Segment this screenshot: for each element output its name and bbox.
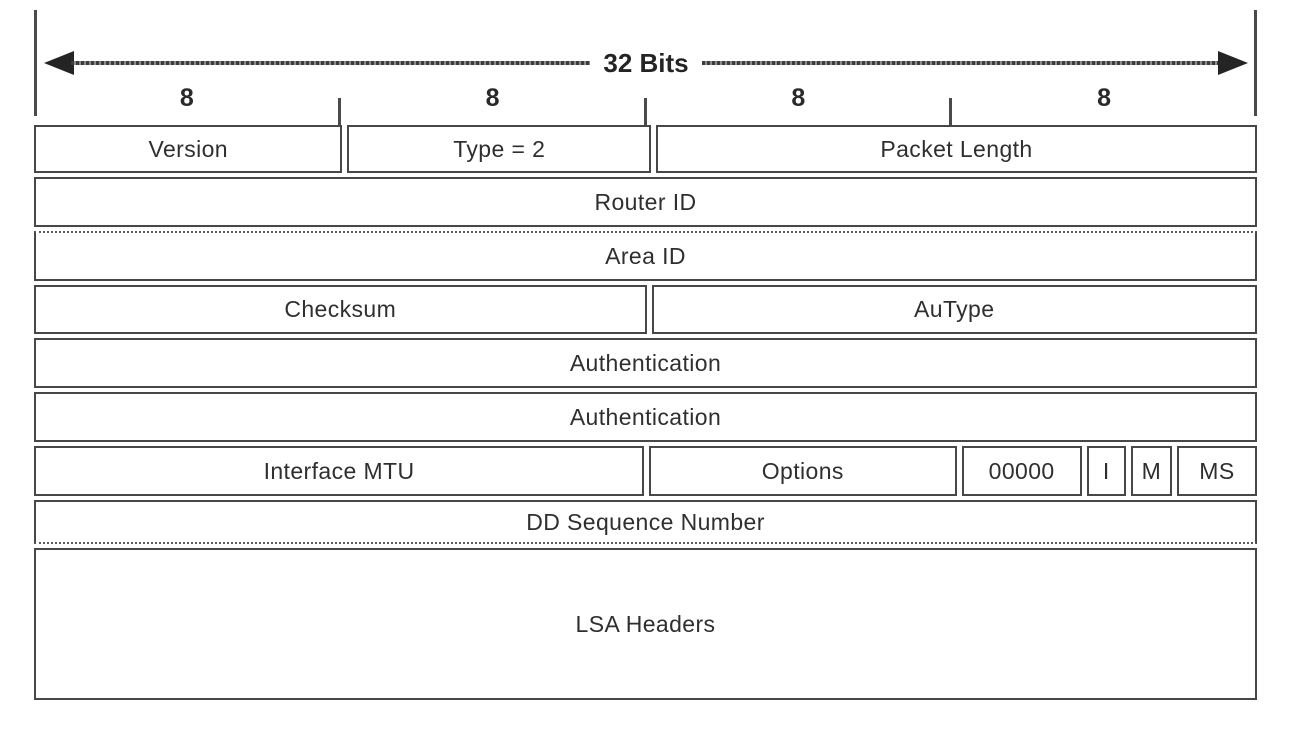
column-width-label: 8 <box>179 84 194 112</box>
row-checksum-autype: Checksum AuType <box>34 285 1257 334</box>
column-tick <box>643 98 647 126</box>
arrow-line-right <box>701 61 1222 65</box>
field-autype: AuType <box>651 285 1257 334</box>
row-authentication-2: Authentication <box>34 392 1257 442</box>
arrow-line-left <box>71 61 591 65</box>
row-authentication-1: Authentication <box>34 338 1257 388</box>
field-area-id: Area ID <box>34 231 1257 281</box>
field-type: Type = 2 <box>347 125 651 173</box>
column-width-label: 8 <box>1097 84 1112 112</box>
column-width-label: 8 <box>485 84 500 112</box>
arrowhead-left-icon <box>44 51 74 75</box>
field-ms-flag: MS <box>1176 446 1257 496</box>
left-boundary-line <box>34 10 37 116</box>
column-tick <box>337 98 341 126</box>
field-router-id: Router ID <box>34 177 1257 227</box>
column-tick <box>949 98 953 126</box>
row-mtu-options-flags: Interface MTU Options 00000 I M MS <box>34 446 1257 496</box>
bits-label: 32 Bits <box>603 48 689 78</box>
field-version: Version <box>34 125 343 173</box>
row-dd-sequence-number: DD Sequence Number <box>34 500 1257 544</box>
field-packet-length: Packet Length <box>655 125 1257 173</box>
field-options: Options <box>649 446 957 496</box>
right-boundary-line <box>1254 10 1257 116</box>
field-i-flag: I <box>1086 446 1126 496</box>
row-area-id: Area ID <box>34 231 1257 281</box>
field-interface-mtu: Interface MTU <box>34 446 645 496</box>
field-m-flag: M <box>1130 446 1172 496</box>
byte-ruler: 8 8 8 8 <box>34 82 1257 126</box>
field-dd-sequence-number: DD Sequence Number <box>34 500 1257 544</box>
row-version-type-length: Version Type = 2 Packet Length <box>34 125 1257 173</box>
field-lsa-headers: LSA Headers <box>34 548 1257 700</box>
packet-field-table: Version Type = 2 Packet Length Router ID… <box>34 125 1257 700</box>
field-authentication: Authentication <box>34 392 1257 442</box>
bits-width-arrow: 32 Bits <box>44 48 1249 78</box>
field-authentication: Authentication <box>34 338 1257 388</box>
field-checksum: Checksum <box>34 285 647 334</box>
field-reserved-bits: 00000 <box>961 446 1082 496</box>
row-lsa-headers: LSA Headers <box>34 548 1257 700</box>
arrowhead-right-icon <box>1218 51 1249 75</box>
row-router-id: Router ID <box>34 177 1257 227</box>
column-width-label: 8 <box>791 84 806 112</box>
